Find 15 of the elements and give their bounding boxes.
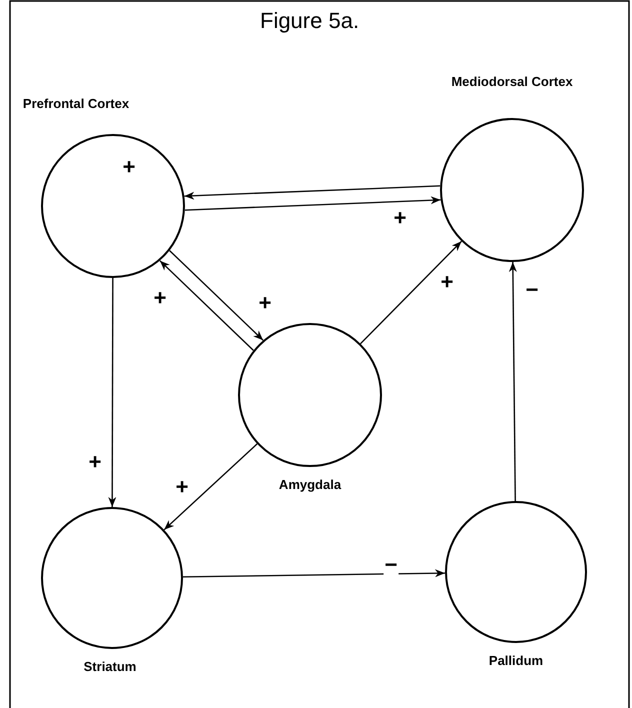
region-label: Amygdala [278, 477, 342, 492]
arrow [508, 262, 517, 501]
arrow [108, 278, 116, 507]
arrow [184, 196, 441, 211]
region-label: Mediodorsal Cortex [451, 74, 573, 89]
arrow [169, 250, 264, 341]
region-label: Prefrontal Cortex [22, 96, 130, 111]
arrow [159, 260, 254, 351]
figure-title: Figure 5a. [260, 8, 360, 34]
arrow [164, 443, 258, 530]
arrow [184, 185, 440, 200]
arrow [360, 240, 462, 344]
region-label: Striatum [84, 659, 136, 674]
arrow [183, 569, 445, 578]
region-label: Pallidum [488, 653, 544, 668]
